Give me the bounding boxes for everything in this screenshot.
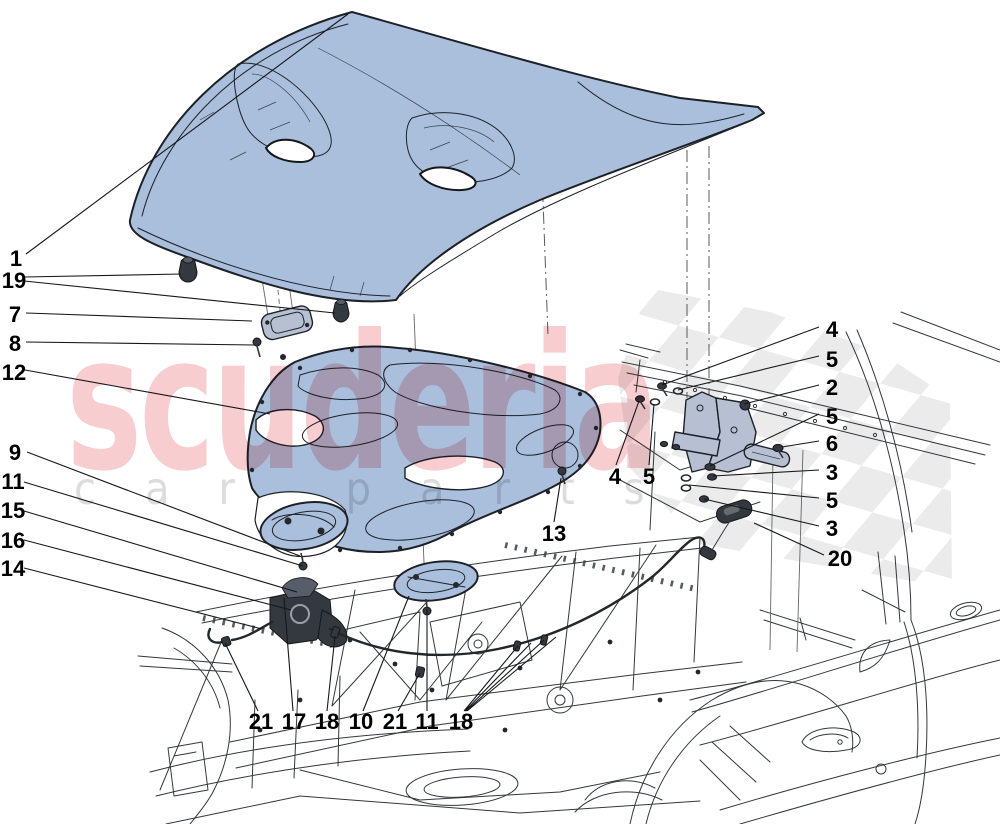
callout-8: 8 bbox=[9, 331, 21, 356]
callout-3: 3 bbox=[826, 460, 838, 485]
callout-5b: 5 bbox=[826, 404, 838, 429]
striker-oval-right bbox=[393, 560, 479, 602]
striker-oval-left bbox=[259, 501, 349, 551]
callout-19: 19 bbox=[2, 268, 26, 293]
callout-9: 9 bbox=[9, 440, 21, 465]
callout-17: 17 bbox=[282, 709, 306, 734]
watermark-brand-text: scuderia bbox=[66, 294, 657, 512]
hood-release-handle bbox=[699, 499, 753, 561]
brand-watermark: scuderia car parts bbox=[66, 294, 693, 516]
screw bbox=[252, 337, 262, 358]
callout-5c: 5 bbox=[826, 488, 838, 513]
leader-lines bbox=[23, 13, 825, 712]
callout-labels: 1 19 7 8 12 9 11 15 16 14 4 5 2 5 6 3 5 … bbox=[1, 246, 852, 734]
callout-16: 16 bbox=[1, 528, 25, 553]
watermark-subtitle-text: car parts bbox=[74, 464, 693, 516]
callout-15: 15 bbox=[1, 498, 25, 523]
callout-10: 10 bbox=[349, 709, 373, 734]
callout-18b: 18 bbox=[449, 709, 473, 734]
callout-5: 5 bbox=[826, 347, 838, 372]
striker-plate bbox=[260, 305, 314, 341]
panel-fastener-dots bbox=[249, 347, 599, 553]
hood-latch bbox=[230, 577, 348, 648]
hood-vent-left bbox=[233, 62, 332, 164]
callout-11: 11 bbox=[1, 469, 24, 494]
checkered-flag-watermark bbox=[618, 288, 952, 588]
buffer-stop-right bbox=[332, 298, 350, 323]
serrated-edge-right bbox=[504, 542, 701, 593]
callout-3b: 3 bbox=[826, 516, 838, 541]
callout-6: 6 bbox=[826, 431, 838, 456]
callout-7: 7 bbox=[9, 302, 21, 327]
callout-5m: 5 bbox=[643, 464, 655, 489]
hood-hinge-assembly bbox=[671, 391, 791, 473]
callout-2: 2 bbox=[826, 375, 838, 400]
callout-12: 12 bbox=[2, 360, 26, 385]
small-bolts bbox=[298, 466, 567, 616]
callout-14: 14 bbox=[1, 556, 26, 581]
callout-18a: 18 bbox=[315, 709, 339, 734]
callout-11b: 11 bbox=[415, 709, 438, 734]
callout-20: 20 bbox=[828, 546, 852, 571]
callout-21a: 21 bbox=[249, 709, 273, 734]
serrated-edge-left bbox=[202, 615, 333, 648]
callout-13: 13 bbox=[542, 521, 566, 546]
callout-1: 1 bbox=[10, 246, 22, 271]
callout-4: 4 bbox=[826, 317, 839, 342]
chassis-frame bbox=[137, 429, 761, 824]
callout-4m: 4 bbox=[609, 464, 622, 489]
body-side bbox=[619, 311, 1000, 824]
buffer-stop-left bbox=[178, 256, 198, 283]
hood-vent-right bbox=[405, 112, 515, 192]
callout-21b: 21 bbox=[383, 709, 407, 734]
hood-panel bbox=[128, 11, 765, 303]
